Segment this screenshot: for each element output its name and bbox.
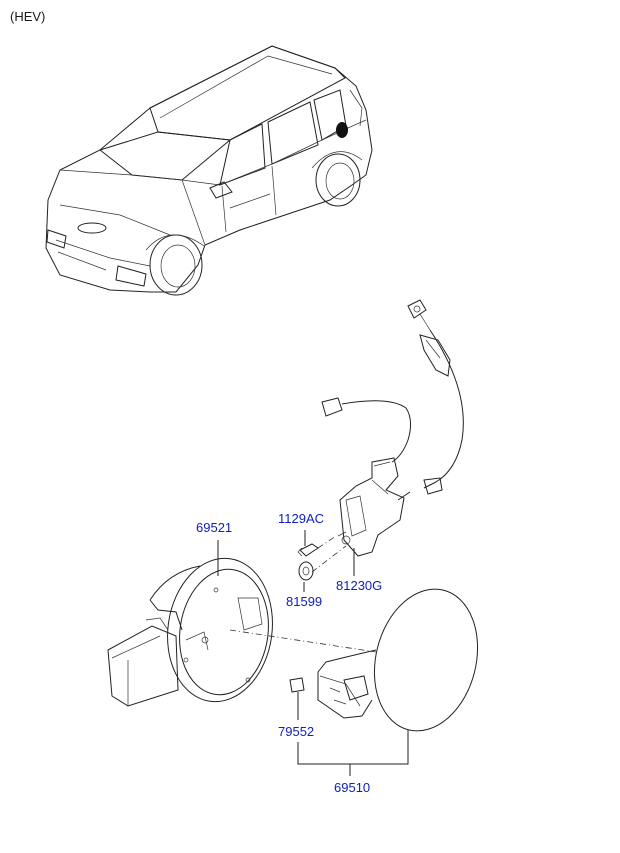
leader-lines [217, 530, 409, 776]
release-cable-illustration [321, 299, 464, 557]
part-number-79552-link[interactable]: 79552 [278, 724, 315, 739]
part-number-81230g-link[interactable]: 81230G [336, 578, 383, 593]
part-number-1129ac-link[interactable]: 1129AC [278, 511, 325, 526]
variant-label: (HEV) [10, 9, 46, 24]
fuel-door-illustration [317, 588, 479, 732]
clip-illustration [289, 677, 305, 693]
part-number-69521-link[interactable]: 69521 [196, 520, 233, 535]
part-number-81599-link[interactable]: 81599 [286, 594, 323, 609]
screw-illustration [297, 543, 319, 557]
part-number-69510-link[interactable]: 69510 [334, 780, 371, 795]
vehicle-illustration [45, 45, 373, 296]
filler-housing-illustration [107, 557, 273, 707]
bumper-illustration [298, 561, 314, 581]
